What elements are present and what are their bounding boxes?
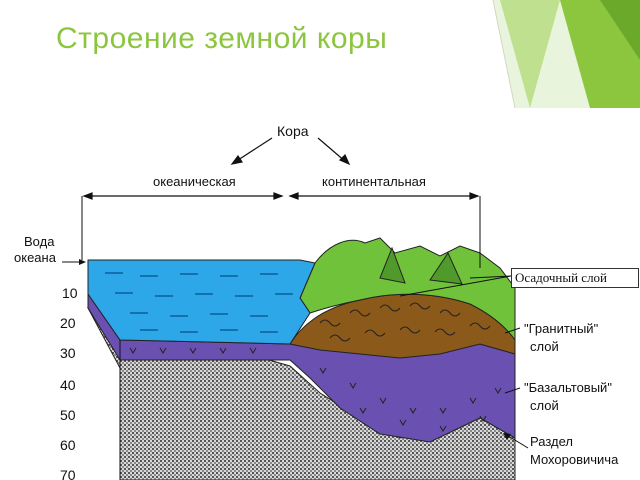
depth-tick: 60 xyxy=(60,437,76,453)
span-arrows xyxy=(82,137,480,200)
basalt-marks xyxy=(129,347,502,432)
depth-scale: 10 20 30 40 50 60 70 xyxy=(60,285,78,480)
moho-label-line1: Раздел xyxy=(530,434,573,449)
depth-tick: 20 xyxy=(60,315,76,331)
sediment-layer xyxy=(299,237,516,342)
granite-label-line1: "Гранитный" xyxy=(524,321,599,336)
water-label-line2: океана xyxy=(14,250,57,265)
moho-label-line2: Мохоровичича xyxy=(530,452,619,467)
depth-tick: 70 xyxy=(60,467,76,480)
granite-label-line2: слой xyxy=(530,339,559,354)
depth-tick: 30 xyxy=(60,345,76,361)
crust-label: Кора xyxy=(277,123,309,139)
page-title: Строение земной коры xyxy=(56,22,388,55)
basalt-label-line2: слой xyxy=(530,398,559,413)
sediment-layer-callout: Осадочный слой xyxy=(511,268,639,288)
basalt-label-line1: "Базальтовый" xyxy=(524,380,612,395)
depth-tick: 40 xyxy=(60,377,76,393)
oceanic-label: океаническая xyxy=(153,174,236,189)
earth-crust-diagram: Кора океаническая континентальная Вода о… xyxy=(14,123,619,480)
granite-marks xyxy=(319,302,491,342)
water-waves xyxy=(105,272,293,333)
slide-decoration xyxy=(492,0,640,108)
mountain-peaks xyxy=(379,246,463,285)
depth-tick: 10 xyxy=(62,285,78,301)
continental-label: континентальная xyxy=(322,174,426,189)
depth-tick: 50 xyxy=(60,407,76,423)
water-label-line1: Вода xyxy=(24,234,55,249)
ocean-water xyxy=(87,259,316,345)
